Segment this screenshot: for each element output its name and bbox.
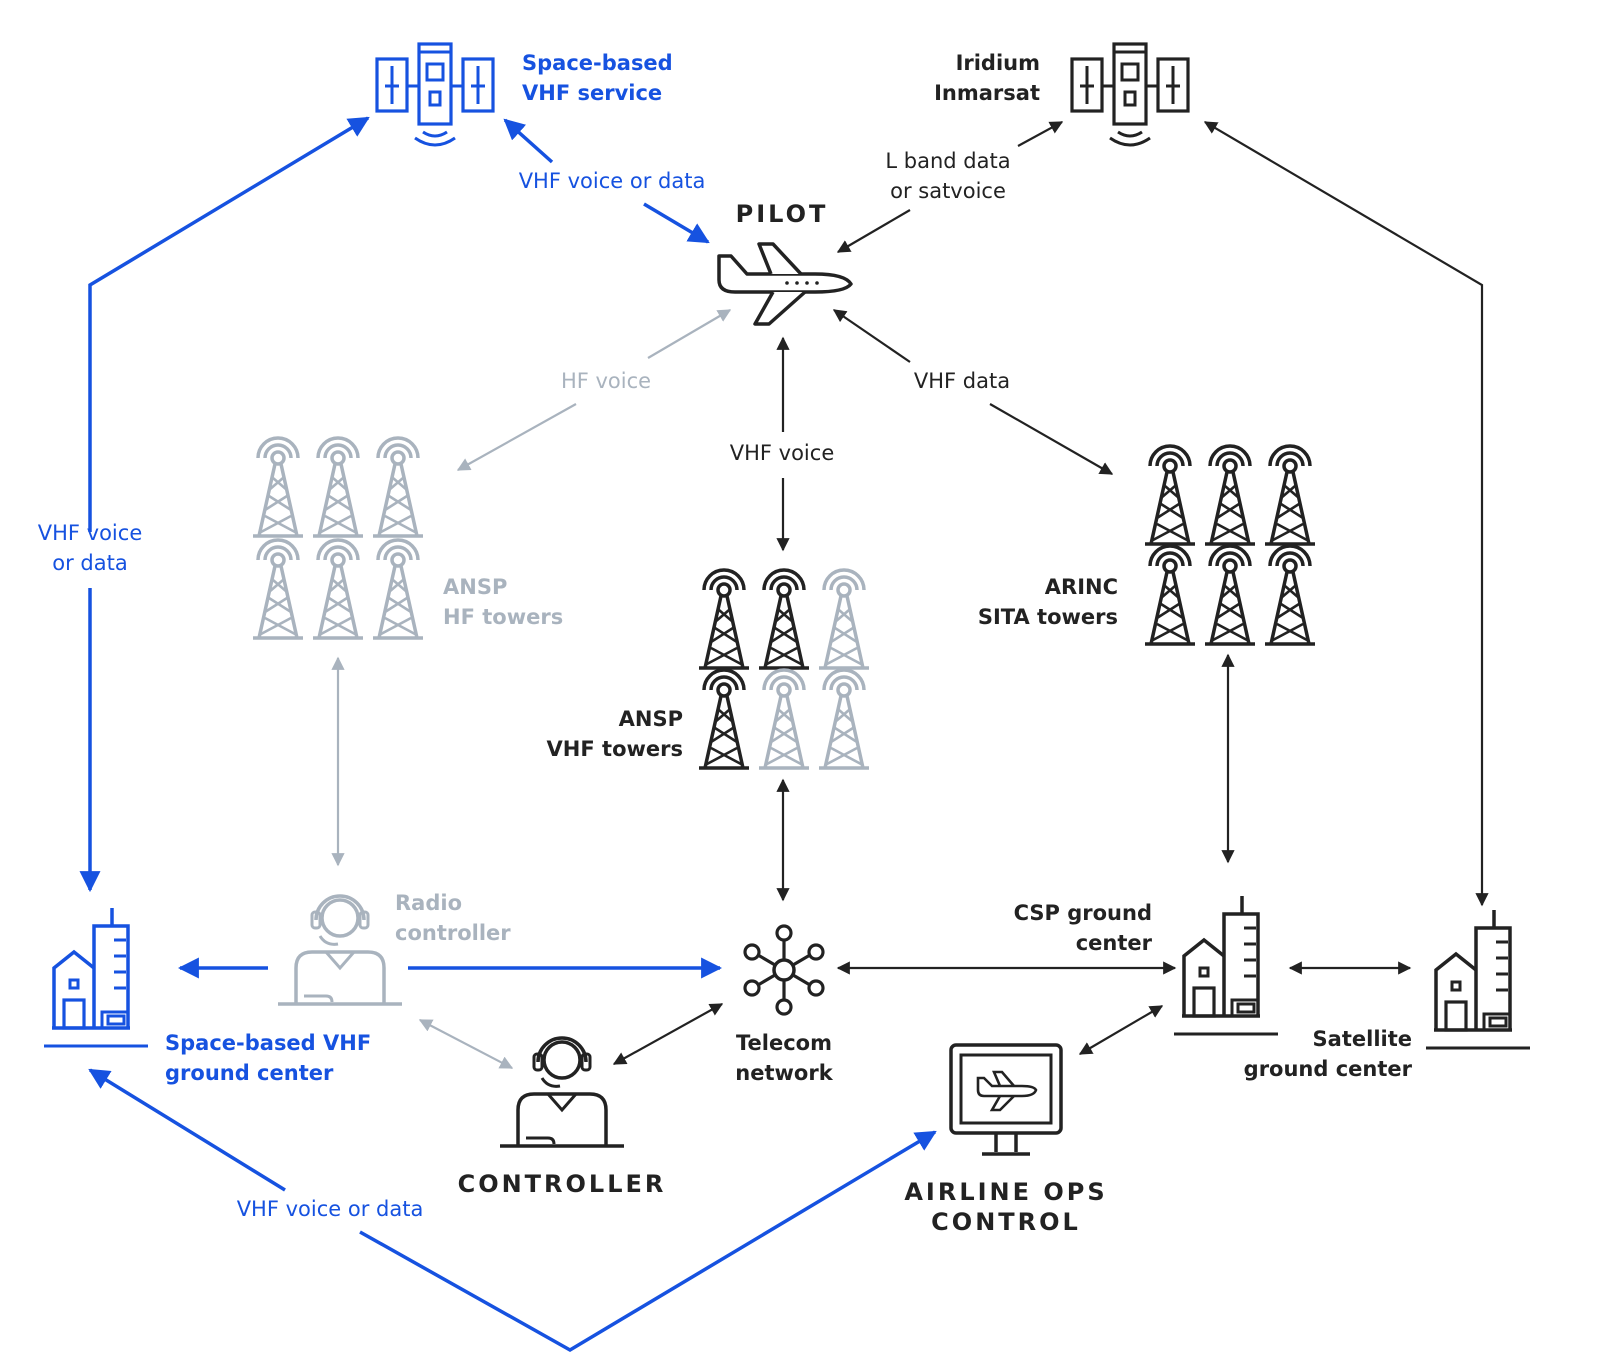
lband-label-1: L band data [885,149,1010,173]
radio-tower-icon [311,436,365,538]
vhf-voice-label: VHF voice [730,441,835,465]
satellite-icon [375,42,495,147]
satellite-ground-label-1: Satellite [1313,1027,1412,1051]
vhf-data-label: VHF data [914,369,1010,393]
iridium-label-2: Inmarsat [934,81,1040,105]
radio-controller-icon-bg [268,900,408,1010]
link-lband-upper [1017,121,1064,147]
building-icon [1172,894,1280,1036]
radio-tower-icon [817,668,871,770]
radio-tower-icon [1143,544,1197,646]
radio-tower-icon [1203,544,1257,646]
monitor-airplane-icon [949,1043,1063,1156]
labels: Space-based VHF service Iridium Inmarsat… [38,51,1413,1236]
iridium-label-1: Iridium [956,51,1040,75]
arinc-label-2: SITA towers [978,605,1118,629]
link-left-vertical [88,116,370,532]
bottom-link-label: VHF voice or data [237,1197,424,1221]
link-radio-controller [418,1019,514,1069]
space-ground-label-2: ground center [165,1061,334,1085]
network-hub-icon [743,924,825,1016]
space-vhf-service-label-1: Space-based [522,51,673,75]
hf-voice-label: HF voice [561,369,651,393]
radio-tower-icon [371,436,425,538]
radio-tower-icon [1263,544,1317,646]
airline-ops-label-1: AIRLINE OPS [904,1178,1107,1206]
space-vhf-service-label-2: VHF service [522,81,662,105]
airplane-icon [717,242,853,326]
radio-tower-icon [1203,444,1257,546]
link-telecom-controller [612,1003,724,1065]
link-vhf-data-upper [832,309,911,363]
satellite-icon [1070,42,1190,147]
pilot-label: PILOT [736,200,829,228]
radio-tower-icon [757,668,811,770]
building-icon [1424,908,1532,1050]
link-sat-to-label [503,118,554,164]
ansp-vhf-label-2: VHF towers [547,737,683,761]
lband-label-2: or satvoice [890,179,1006,203]
controller-label: CONTROLLER [458,1170,667,1198]
satellite-ground-label-2: ground center [1244,1057,1413,1081]
radio-tower-icon [817,568,871,670]
telecom-label-1: Telecom [736,1031,832,1055]
radio-controller-label-2: controller [395,921,511,945]
telecom-label-2: network [735,1061,833,1085]
radio-tower-icon [371,538,425,640]
csp-label-1: CSP ground [1014,901,1152,925]
left-link-label-2: or data [52,551,127,575]
radio-tower-icon [757,568,811,670]
ansp-hf-label-2: HF towers [443,605,563,629]
radio-controller-label-1: Radio [395,891,462,915]
csp-label-2: center [1076,931,1153,955]
link-vhf-data-lower [989,403,1114,475]
connections [79,116,1489,1353]
radio-tower-icon [697,568,751,670]
ansp-hf-label-1: ANSP [443,575,507,599]
link-bottom-v-2 [359,1130,937,1353]
radio-tower-icon [1143,444,1197,546]
left-link-label-1: VHF voice [38,521,143,545]
ansp-hf-towers [251,436,425,640]
radio-tower-icon [1263,444,1317,546]
airline-ops-label-2: CONTROL [931,1208,1081,1236]
radio-tower-icon [311,538,365,640]
arinc-sita-towers [1143,444,1317,646]
link-hf-upper [647,309,732,359]
radio-tower-icon [697,668,751,770]
ansp-vhf-towers [697,568,871,770]
headset-person-icon [498,1036,626,1148]
radio-tower-icon [251,436,305,538]
arinc-label-1: ARINC [1045,575,1118,599]
link-iridium-sat-ground [1203,121,1489,907]
space-ground-label-1: Space-based VHF [165,1031,371,1055]
link-label-to-pilot [643,202,710,244]
radio-tower-icon [251,538,305,640]
building-icon [42,906,150,1048]
link-hf-lower [456,403,577,471]
link-csp-airline [1078,1005,1164,1055]
sat-pilot-link-label: VHF voice or data [519,169,706,193]
link-bottom-v [88,1068,286,1192]
link-lband-lower [836,209,911,253]
ansp-vhf-label-1: ANSP [619,707,683,731]
